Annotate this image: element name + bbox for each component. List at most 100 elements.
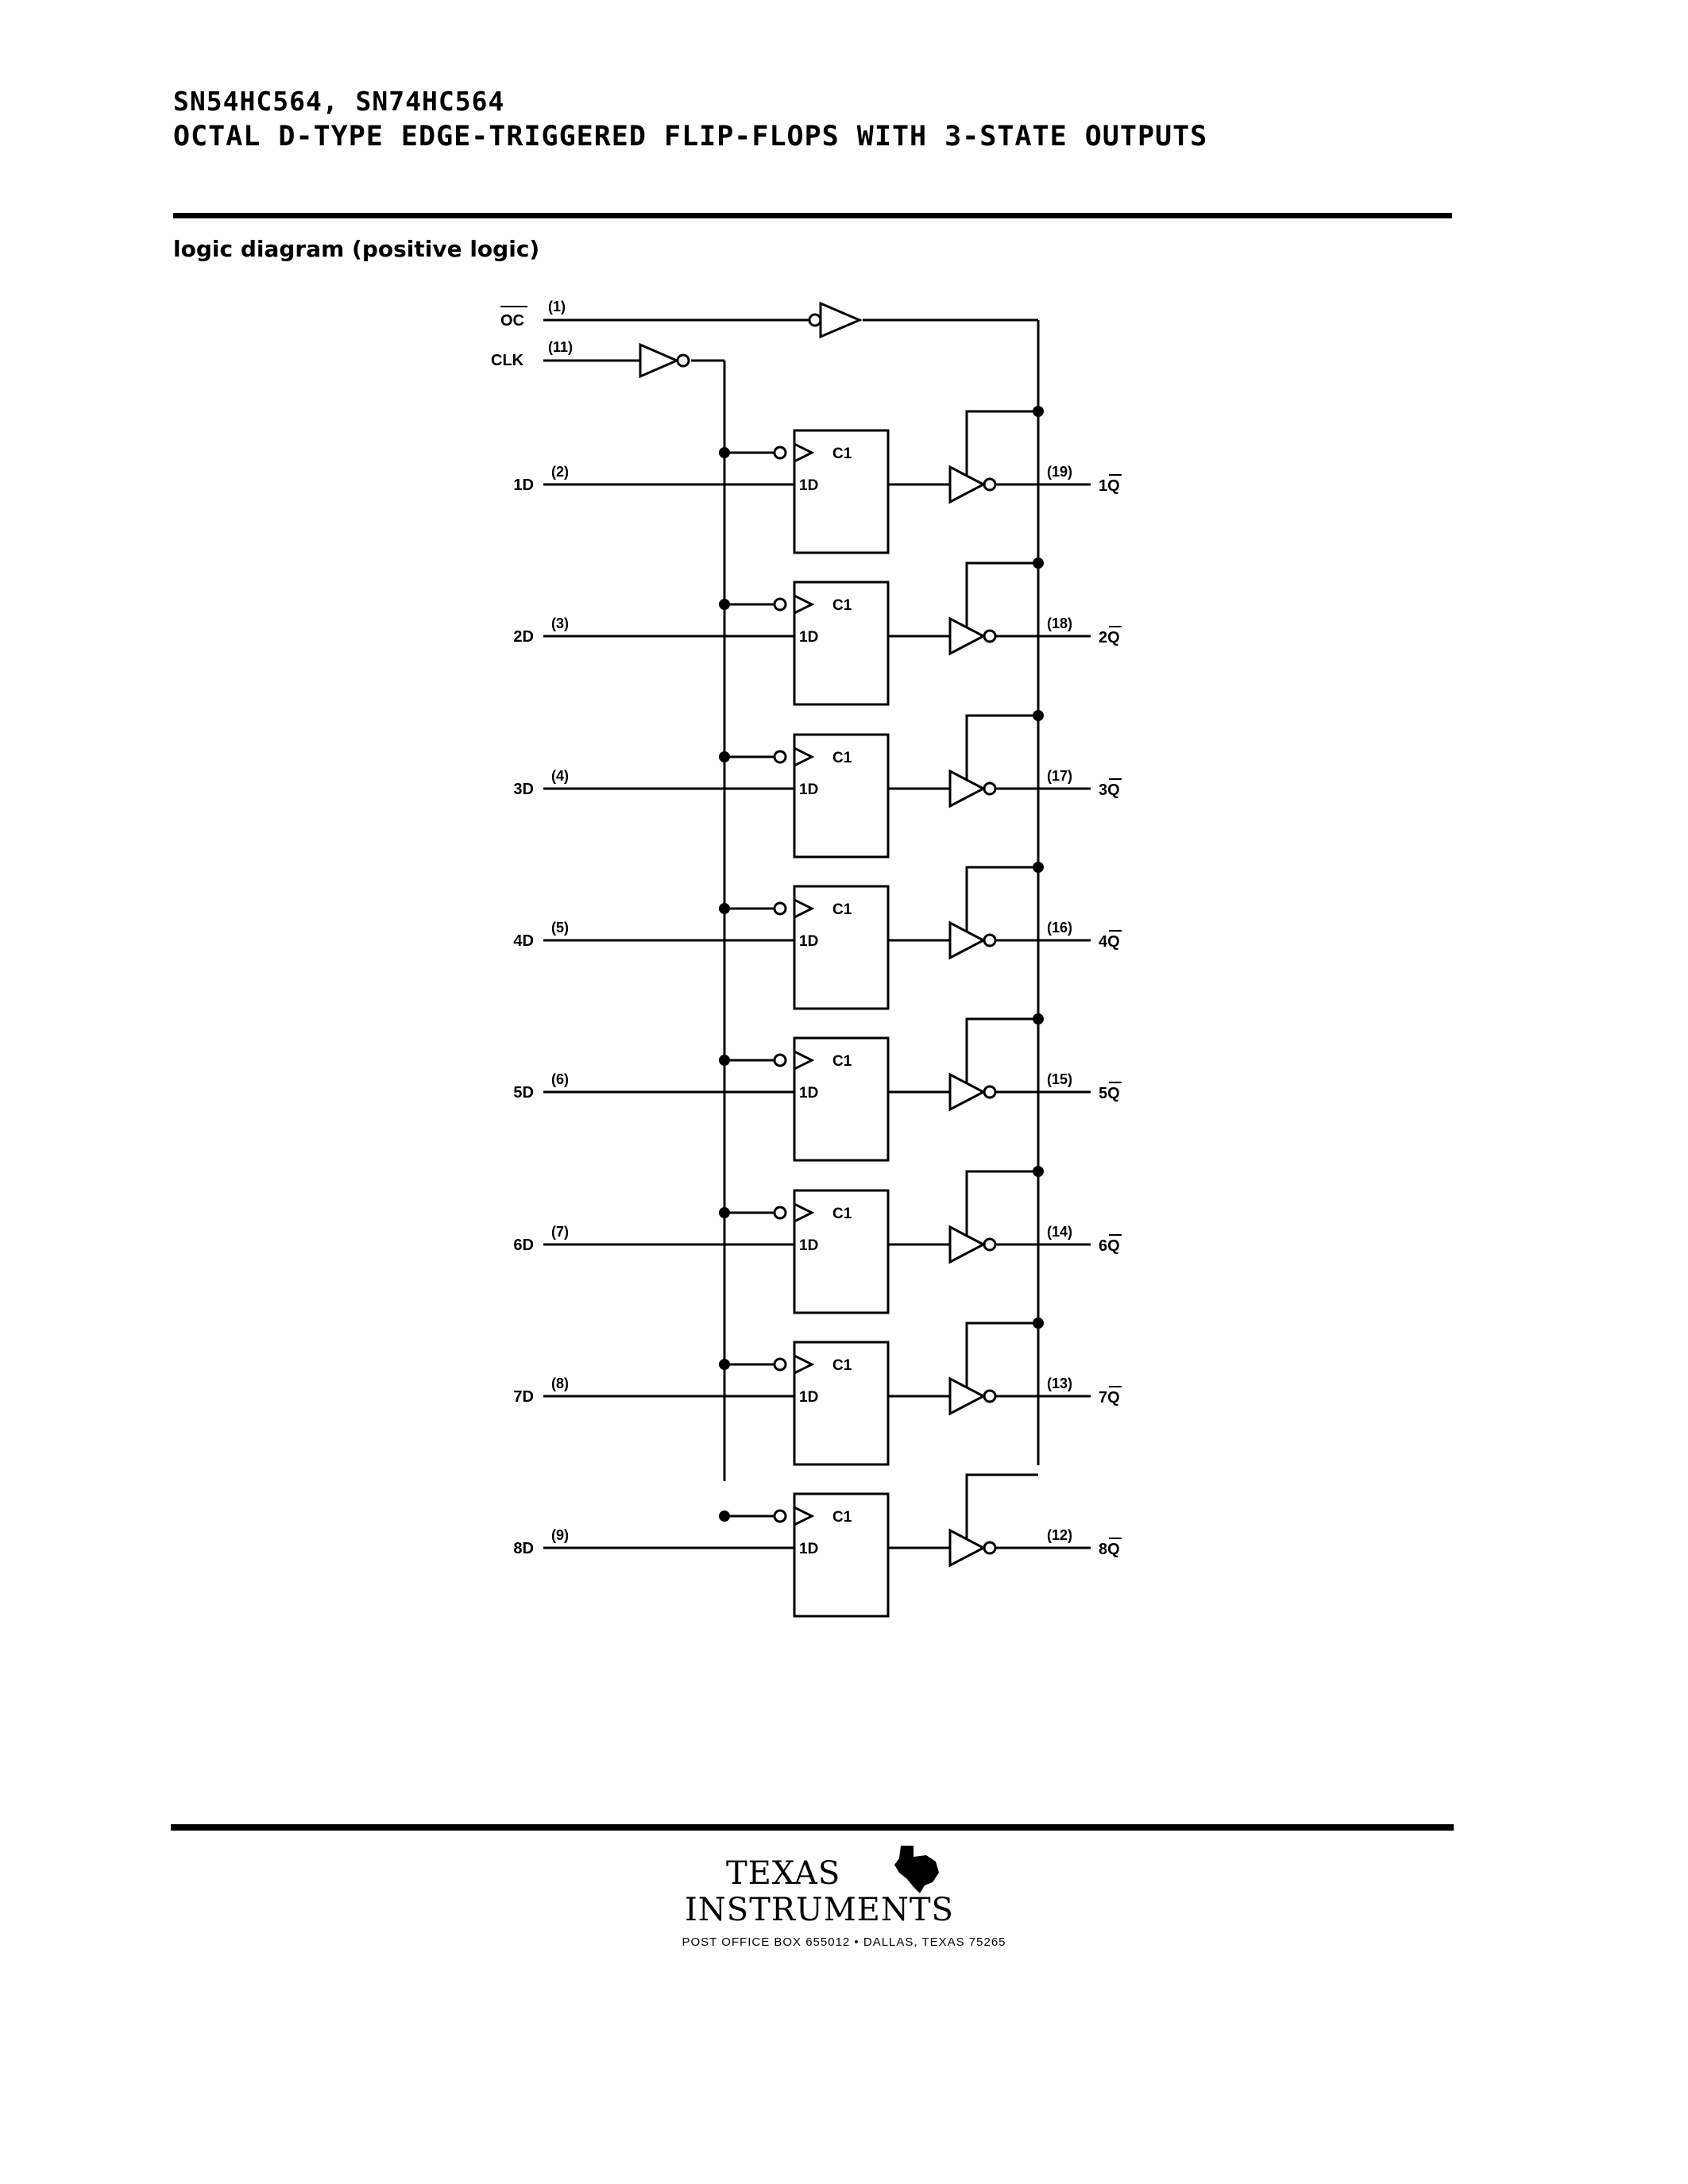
clock-inversion-bubble	[773, 597, 787, 612]
ti-address: POST OFFICE BOX 655012 • DALLAS, TEXAS 7…	[682, 1935, 1006, 1949]
clock-edge-indicator	[793, 1049, 815, 1071]
clock-edge-indicator	[793, 746, 815, 768]
clock-inversion-bubble	[773, 446, 787, 460]
ti-logo-icon: ti	[894, 1846, 939, 1893]
clock-input-label: C1	[832, 1206, 852, 1222]
data-input-name: 8D	[513, 1540, 534, 1557]
data-input-label: 1D	[799, 1237, 818, 1254]
data-input-label: 1D	[799, 1085, 818, 1102]
header-rule	[173, 213, 1452, 218]
output-buffer	[948, 1528, 987, 1568]
clock-input-label: C1	[832, 1509, 852, 1526]
clock-inversion-bubble	[773, 1357, 787, 1372]
flip-flop-box	[793, 429, 890, 554]
oc-buffer-bubble	[808, 313, 822, 327]
enable-branch-wire	[965, 1017, 1038, 1082]
clock-junction	[719, 447, 730, 458]
enable-branch-wire	[965, 1473, 1038, 1538]
channel-5: C1 1D 5D (6) (15) 5Q	[513, 1013, 1122, 1162]
output-buffer	[948, 769, 987, 808]
enable-branch-wire	[965, 410, 1038, 475]
data-input-pin: (2)	[551, 464, 569, 480]
output-pin: (16)	[1047, 920, 1072, 936]
data-input-name: 7D	[513, 1388, 534, 1406]
output-name: 6Q	[1099, 1237, 1120, 1255]
data-input-name: 6D	[513, 1237, 534, 1254]
data-input-name: 3D	[513, 781, 534, 798]
enable-branch-wire	[965, 714, 1038, 779]
enable-junction	[1033, 1318, 1044, 1329]
flip-flop-box	[793, 733, 890, 859]
clock-input-label: C1	[832, 1357, 852, 1374]
data-input-label: 1D	[799, 477, 818, 494]
channel-6: C1 1D 6D (7) (14) 6Q	[513, 1166, 1122, 1314]
output-pin: (17)	[1047, 768, 1072, 784]
enable-branch-wire	[965, 1322, 1038, 1387]
ti-brand-line1: TEXAS	[726, 1855, 841, 1892]
data-input-pin: (6)	[551, 1071, 569, 1087]
clock-junction	[719, 1207, 730, 1218]
output-name: 5Q	[1099, 1085, 1120, 1102]
enable-junction	[1033, 862, 1044, 873]
enable-junction	[1033, 406, 1044, 417]
clock-input-label: C1	[832, 446, 852, 462]
output-buffer	[948, 465, 987, 504]
output-name: 3Q	[1099, 781, 1120, 799]
clock-edge-indicator	[793, 442, 815, 464]
flip-flop-box	[793, 1492, 890, 1618]
document-title: OCTAL D-TYPE EDGE-TRIGGERED FLIP-FLOPS W…	[173, 121, 1208, 152]
output-buffer	[948, 1072, 987, 1112]
clock-inversion-bubble	[773, 1053, 787, 1067]
output-pin: (15)	[1047, 1071, 1072, 1087]
output-pin: (12)	[1047, 1527, 1072, 1543]
clock-input-label: C1	[832, 901, 852, 918]
clock-edge-indicator	[793, 1505, 815, 1527]
enable-branch-wire	[965, 866, 1038, 931]
part-numbers: SN54HC564, SN74HC564	[173, 86, 505, 117]
flip-flop-box	[793, 1189, 890, 1314]
clock-input-label: C1	[832, 597, 852, 614]
flip-flop-box	[793, 1341, 890, 1466]
clock-junction	[719, 1359, 730, 1370]
data-input-pin: (8)	[551, 1376, 569, 1391]
output-name: 1Q	[1099, 477, 1120, 495]
clock-inversion-bubble	[773, 1206, 787, 1220]
clock-edge-indicator	[793, 897, 815, 920]
clock-input-label: C1	[832, 1053, 852, 1070]
output-buffer	[948, 1225, 987, 1264]
data-input-pin: (3)	[551, 615, 569, 631]
output-name: 2Q	[1099, 629, 1120, 646]
data-input-pin: (4)	[551, 768, 569, 784]
clock-junction	[719, 599, 730, 610]
clk-inverter	[639, 342, 680, 379]
clock-edge-indicator	[793, 1202, 815, 1224]
flip-flop-box	[793, 885, 890, 1010]
clock-edge-indicator	[793, 593, 815, 615]
clock-junction	[719, 1055, 730, 1066]
oc-label: OC	[500, 312, 524, 330]
clock-junction	[719, 903, 730, 914]
enable-junction	[1033, 1166, 1044, 1177]
clock-junction	[719, 1511, 730, 1522]
enable-junction	[1033, 558, 1044, 569]
data-input-name: 5D	[513, 1084, 534, 1102]
output-buffer	[948, 920, 987, 960]
output-pin: (13)	[1047, 1376, 1072, 1391]
output-pin: (14)	[1047, 1224, 1072, 1240]
enable-junction	[1033, 1013, 1044, 1024]
flip-flop-box	[793, 581, 890, 706]
section-label: logic diagram (positive logic)	[173, 236, 540, 262]
clock-input-label: C1	[832, 750, 852, 766]
clock-inversion-bubble	[773, 901, 787, 916]
output-pin: (18)	[1047, 615, 1072, 631]
output-name: 7Q	[1099, 1389, 1120, 1406]
flip-flop-box	[793, 1036, 890, 1162]
output-name: 8Q	[1099, 1541, 1120, 1558]
output-name: 4Q	[1099, 933, 1120, 951]
data-input-pin: (5)	[551, 920, 569, 936]
output-pin: (19)	[1047, 464, 1072, 480]
data-input-pin: (7)	[551, 1224, 569, 1240]
